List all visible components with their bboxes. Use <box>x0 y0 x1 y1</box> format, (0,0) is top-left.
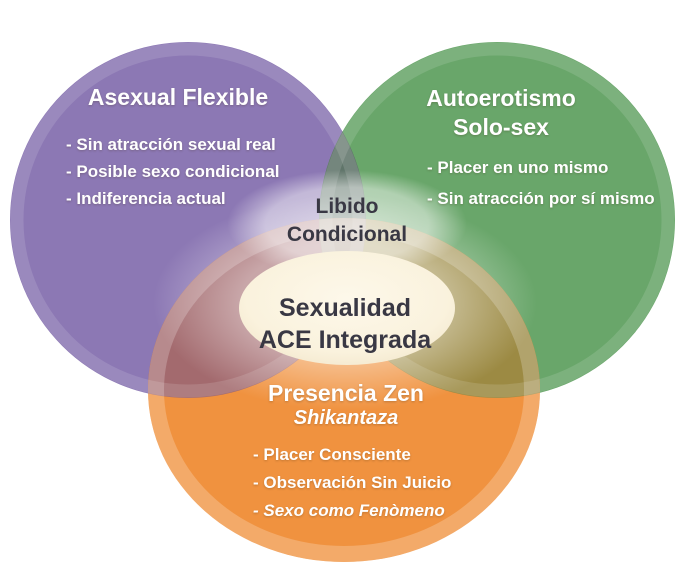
autoerotismo-title: Autoerotismo Solo-sex <box>356 84 646 142</box>
center-label-line2: ACE Integrada <box>258 326 432 354</box>
autoerotismo-title-line1: Autoerotismo <box>426 85 576 111</box>
zen-item-1: - Placer Consciente <box>253 445 411 464</box>
autoerotismo-items: - Placer en uno mismo - Sin atracción po… <box>427 152 655 214</box>
libido-label-line2: Condicional <box>286 223 408 246</box>
center-label-line1: Sexualidad <box>279 294 411 322</box>
asexual-title: Asexual Flexible <box>87 84 269 110</box>
zen-title: Presencia Zen <box>268 380 424 406</box>
sexualidad-ace-label: Sexualidad ACE Integrada <box>215 292 475 356</box>
zen-items: - Placer Consciente - Observación Sin Ju… <box>253 441 451 525</box>
zen-subtitle: Shikantaza <box>293 407 399 429</box>
autoerotismo-item-2: - Sin atracción por sí mismo <box>427 189 655 208</box>
asexual-item-1: - Sin atracción sexual real <box>66 135 276 154</box>
center-ellipse <box>239 251 455 365</box>
libido-condicional-label: Libido Condicional <box>247 193 447 249</box>
asexual-item-2: - Posible sexo condicional <box>66 162 280 181</box>
asexual-item-3: - Indiferencia actual <box>66 189 226 208</box>
zen-item-3: - Sexo como Fenòmeno <box>253 501 445 520</box>
libido-label-line1: Libido <box>315 195 379 218</box>
asexual-items: - Sin atracción sexual real - Posible se… <box>66 131 280 212</box>
autoerotismo-title-line2: Solo-sex <box>453 114 549 140</box>
zen-item-2: - Observación Sin Juicio <box>253 473 452 492</box>
autoerotismo-item-1: - Placer en uno mismo <box>427 158 609 177</box>
